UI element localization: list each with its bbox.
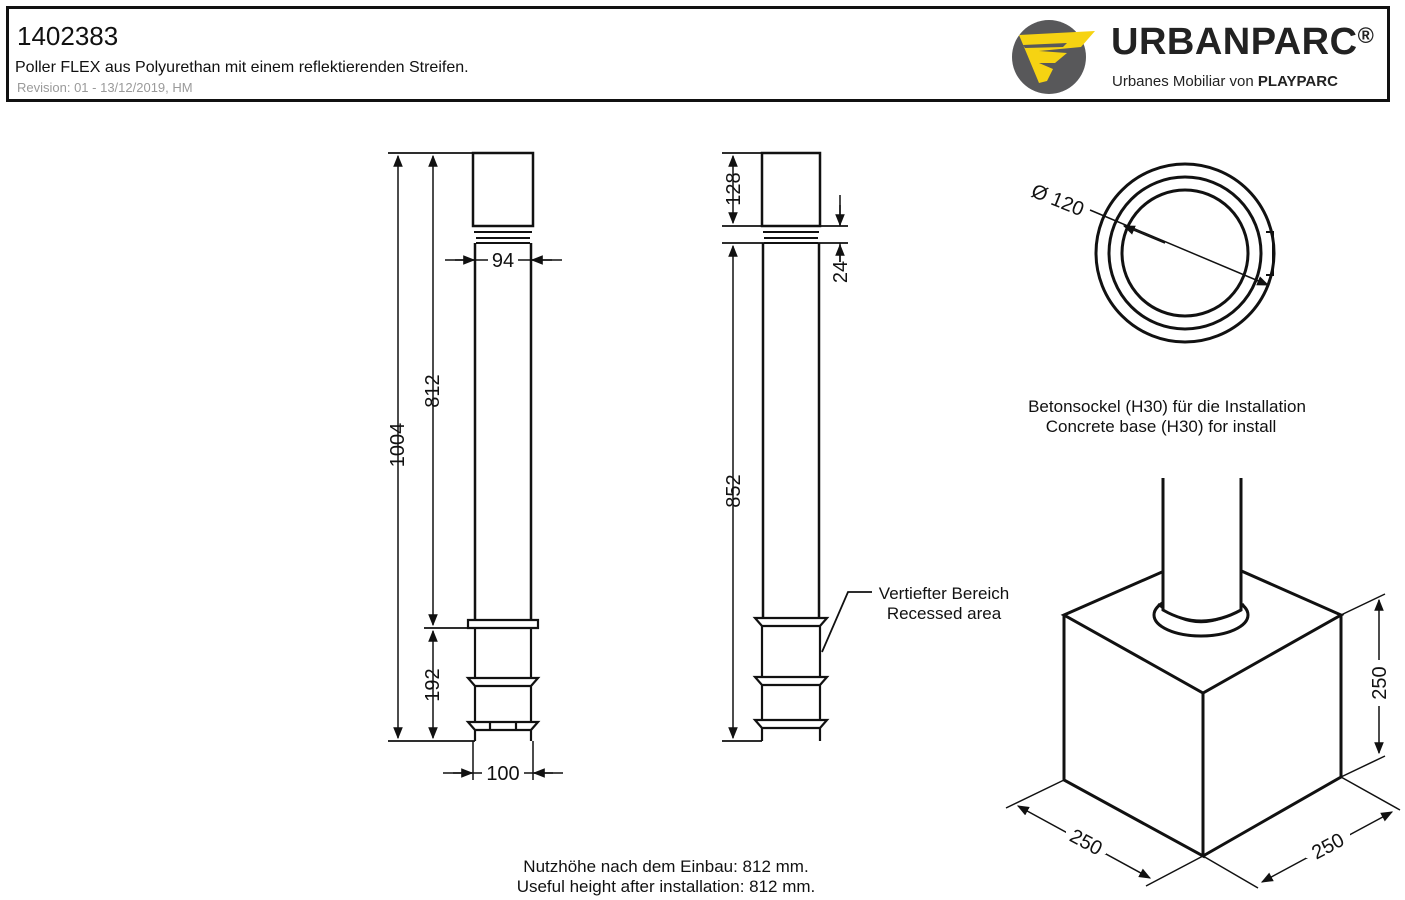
useful-height-en: Useful height after installation: 812 mm… xyxy=(517,877,816,896)
front-extension-lines xyxy=(388,152,475,742)
front-body xyxy=(473,243,533,620)
top-view xyxy=(1089,162,1276,344)
side-extension-lines xyxy=(722,152,848,742)
side-flange-1 xyxy=(752,616,830,677)
dim-1004-label: 1004 xyxy=(387,423,409,468)
dim-diameter-label: Ø 120 xyxy=(1028,180,1087,221)
dim-100-label: 100 xyxy=(486,763,519,785)
recessed-area-label-en: Recessed area xyxy=(887,604,1002,623)
front-view xyxy=(388,151,563,780)
front-flange-3 xyxy=(465,720,541,741)
side-reflective-stripe xyxy=(763,225,819,244)
logo-yellow-stripe-1 xyxy=(1023,43,1067,48)
brand-tagline-brand: PLAYPARC xyxy=(1257,73,1338,90)
front-top-cap xyxy=(471,151,535,228)
brand-name: URBANPARC® xyxy=(1111,21,1375,63)
urbanparc-logo-icon xyxy=(1012,20,1095,94)
concrete-base-iso xyxy=(1005,478,1401,889)
recessed-leader-line xyxy=(821,591,872,653)
document-number: 1402383 xyxy=(17,21,119,51)
side-top-cap xyxy=(760,151,822,228)
top-mid-circle xyxy=(1107,175,1263,331)
dim-812-label: 812 xyxy=(422,374,444,407)
useful-height-de: Nutzhöhe nach dem Einbau: 812 mm. xyxy=(523,857,808,876)
side-body xyxy=(761,243,821,618)
bollard-post xyxy=(1161,478,1243,623)
base-left-face xyxy=(1062,615,1205,859)
title-block: 1402383 Poller FLEX aus Polyurethan mit … xyxy=(6,6,1390,102)
top-recess-notch xyxy=(1266,231,1274,276)
document-description: Poller FLEX aus Polyurethan mit einem re… xyxy=(15,59,469,76)
dim-852-label: 852 xyxy=(723,474,745,507)
top-inner-circle xyxy=(1120,188,1250,318)
logo-yellow-bird xyxy=(1019,31,1095,83)
concrete-base-label-en: Concrete base (H30) for install xyxy=(1046,417,1277,436)
dim-base-height-label: 250 xyxy=(1369,666,1391,699)
front-flange-1 xyxy=(466,618,540,678)
recessed-area-label-de: Vertiefter Bereich xyxy=(879,584,1009,603)
side-flange-2 xyxy=(752,675,830,720)
brand-tagline: Urbanes Mobiliar von PLAYPARC xyxy=(1112,73,1338,90)
dim-24-label: 24 xyxy=(830,261,852,283)
brand-tagline-prefix: Urbanes Mobiliar von xyxy=(1112,73,1254,90)
document-revision: Revision: 01 - 13/12/2019, HM xyxy=(17,80,193,95)
front-flange-2 xyxy=(465,676,541,722)
concrete-base-label-de: Betonsockel (H30) für die Installation xyxy=(1028,397,1306,416)
dim-128-label: 128 xyxy=(723,172,745,205)
base-right-face xyxy=(1202,615,1343,858)
side-flange-3 xyxy=(752,718,830,741)
dim-diameter-line xyxy=(1089,209,1270,286)
side-view xyxy=(722,151,872,742)
dim-base-left-ext xyxy=(1005,779,1204,887)
dim-94-label: 94 xyxy=(492,250,514,272)
dim-192-label: 192 xyxy=(422,668,444,701)
dim-base-height-ext xyxy=(1340,593,1386,778)
front-reflective-stripe xyxy=(474,225,532,244)
registered-mark: ® xyxy=(1357,23,1375,48)
dim-base-right-ext xyxy=(1202,776,1401,889)
